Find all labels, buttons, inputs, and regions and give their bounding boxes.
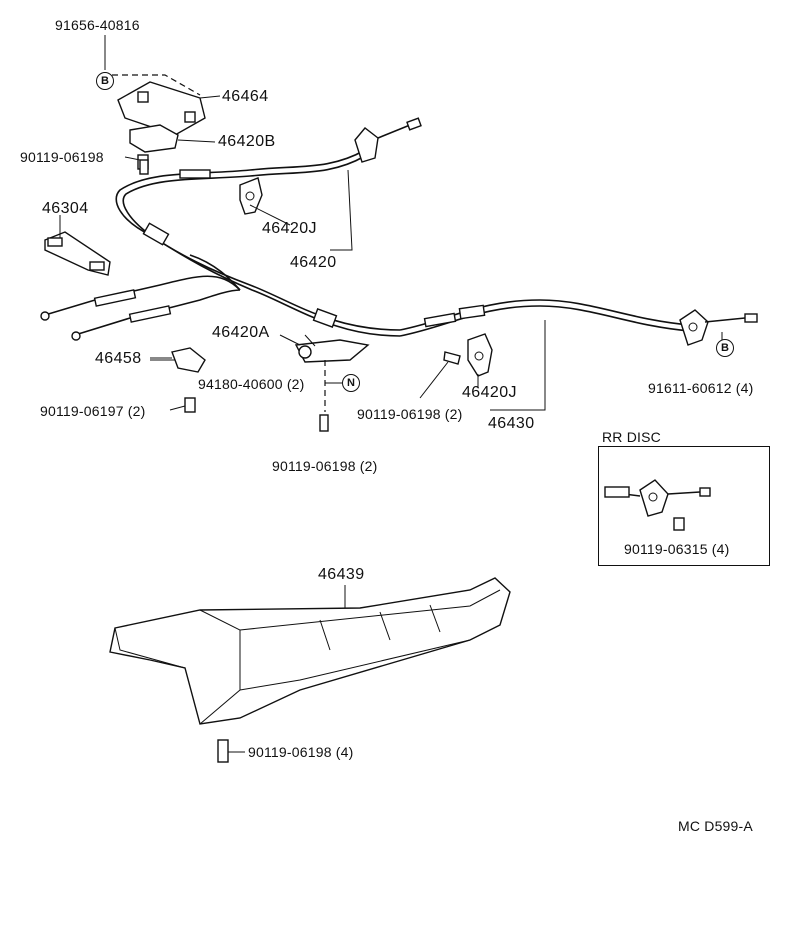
label-90119-06197: 90119-06197 (2): [40, 403, 146, 419]
label-46420A: 46420A: [212, 324, 270, 341]
label-90119-06315: 90119-06315 (4): [624, 541, 730, 557]
clamp-46420J-upper: [239, 177, 263, 215]
label-46420J-upper: 46420J: [262, 220, 317, 237]
marker-n: N: [342, 374, 360, 392]
label-46420B: 46420B: [218, 133, 276, 150]
label-46304: 46304: [42, 200, 89, 217]
rr-disc-inset: [604, 479, 711, 531]
upper-right-bracket: [354, 117, 422, 163]
label-94180-40600: 94180-40600 (2): [198, 376, 305, 392]
marker-b-top: B: [96, 72, 114, 90]
label-46430: 46430: [488, 415, 535, 432]
label-46420: 46420: [290, 254, 337, 271]
marker-b-right: B: [716, 339, 734, 357]
equalizer-46464: [112, 74, 206, 136]
leader-lines: [59, 35, 723, 753]
clamp-46420J-lower: [443, 333, 493, 377]
label-90119-06198-b: 90119-06198 (2): [357, 406, 463, 422]
bracket-46458: [150, 347, 206, 373]
heat-insulator-46439: [109, 577, 511, 725]
upper-cable-46420: [115, 149, 401, 337]
label-90119-06198-a: 90119-06198: [20, 149, 104, 165]
label-46458: 46458: [95, 350, 142, 367]
label-91656-40816: 91656-40816: [55, 17, 140, 33]
label-46464: 46464: [222, 88, 269, 105]
bolts: [139, 159, 329, 763]
part-46304: [44, 231, 111, 276]
part-46420A: [279, 334, 370, 412]
front-cables: [40, 254, 241, 341]
label-90119-06198-c: 90119-06198 (2): [272, 458, 378, 474]
label-90119-06198-d: 90119-06198 (4): [248, 744, 354, 760]
label-46420J-lower: 46420J: [462, 384, 517, 401]
rr-disc-box: [598, 446, 770, 566]
diagram-code: MC D599-A: [678, 818, 753, 834]
label-91611-60612: 91611-60612 (4): [648, 380, 754, 396]
label-46439: 46439: [318, 566, 365, 583]
right-bracket: [679, 309, 758, 346]
lower-cable-46430: [399, 299, 691, 337]
rr-disc-title: RR DISC: [602, 429, 661, 445]
